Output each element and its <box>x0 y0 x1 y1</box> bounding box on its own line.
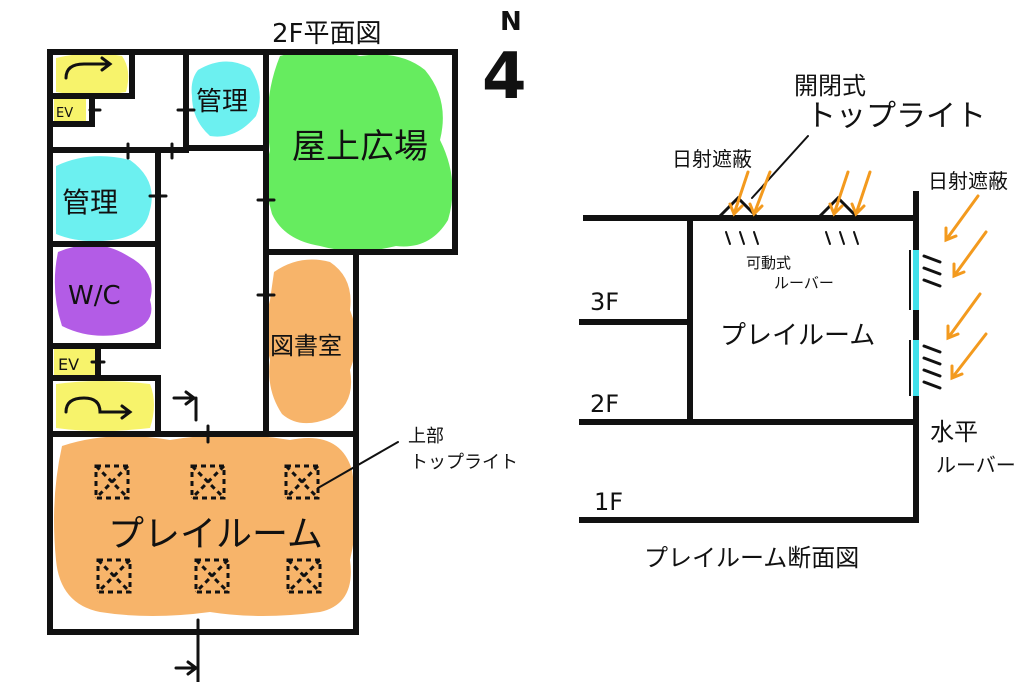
section-diagram: 開閉式 トップライト 日射遮蔽 日射遮蔽 可動式 ルーバー プレイルーム 水平 … <box>579 72 1016 572</box>
toplight-icon <box>94 464 130 500</box>
sun-arrow-icon <box>952 230 988 279</box>
toplight-note-line1: 上部 <box>408 426 444 447</box>
sun-arrow-icon <box>748 170 772 217</box>
stair-bottom-arrow-icon <box>64 396 133 420</box>
wc-fill <box>54 244 152 336</box>
sun-arrow-icon <box>850 170 872 217</box>
toplight-icon <box>96 558 132 594</box>
sunshade-left-label: 日射遮蔽 <box>672 147 752 171</box>
rooftop-plaza-fill <box>266 50 453 251</box>
sun-arrows <box>728 170 988 381</box>
floor-label-1f: 1F <box>594 488 623 516</box>
library-fill <box>266 259 356 424</box>
room-admin-top: 管理 <box>196 87 248 117</box>
sun-arrow-icon <box>828 170 850 217</box>
room-rooftop-plaza: 屋上広場 <box>292 127 428 167</box>
room-ev-bottom: EV <box>58 355 79 374</box>
toplight-icon <box>190 464 226 500</box>
room-wc: W/C <box>68 281 121 311</box>
toplight-note-line2: トップライト <box>410 452 518 473</box>
sun-arrow-icon <box>950 332 988 381</box>
ev-bottom-fill <box>54 349 96 377</box>
room-library: 図書室 <box>270 332 342 360</box>
section-title: プレイルーム断面図 <box>644 544 859 572</box>
sun-arrow-icon <box>728 170 750 217</box>
stair-bottom-fill <box>56 381 154 431</box>
admin-left-fill <box>56 156 152 242</box>
sun-arrow-icon <box>946 292 982 341</box>
north-arrow-icon: 4 <box>482 40 527 114</box>
movable-louver-line2: ルーバー <box>774 274 834 292</box>
sunshade-right-label: 日射遮蔽 <box>928 169 1008 193</box>
toplight-icon <box>194 558 230 594</box>
room-playroom: プレイルーム <box>108 514 323 555</box>
entrance-arrows <box>172 390 199 676</box>
toplight-leader <box>317 441 399 489</box>
openable-toplight-line2: トップライト <box>806 99 986 134</box>
stair-top-arrow-icon <box>64 56 113 80</box>
toplight-icon <box>286 558 322 594</box>
floor-plan: N 4 2F平面図 管理 屋上広場 管理 W/C 図書室 プレイルーム EV E… <box>47 7 527 682</box>
openable-toplight-leader <box>751 135 809 199</box>
ev-top-fill <box>54 97 86 123</box>
door-ticks <box>88 108 276 682</box>
north-letter: N <box>500 7 522 37</box>
admin-top-fill <box>191 61 260 137</box>
plan-title: 2F平面図 <box>272 19 382 49</box>
toplight-icon <box>284 464 320 500</box>
horizontal-louvers <box>922 254 942 390</box>
room-ev-top: EV <box>56 106 73 121</box>
toplights <box>94 464 322 594</box>
horizontal-louver-line2: ルーバー <box>936 453 1016 477</box>
movable-louvers <box>725 231 859 245</box>
movable-louver-line1: 可動式 <box>746 254 791 272</box>
floor-label-3f: 3F <box>590 288 619 316</box>
openable-toplight-line1: 開閉式 <box>794 72 866 100</box>
room-admin-left: 管理 <box>62 186 118 219</box>
sun-arrow-icon <box>944 194 980 243</box>
horizontal-louver-line1: 水平 <box>930 418 978 446</box>
section-room-label: プレイルーム <box>720 321 875 351</box>
floor-label-2f: 2F <box>590 390 619 418</box>
